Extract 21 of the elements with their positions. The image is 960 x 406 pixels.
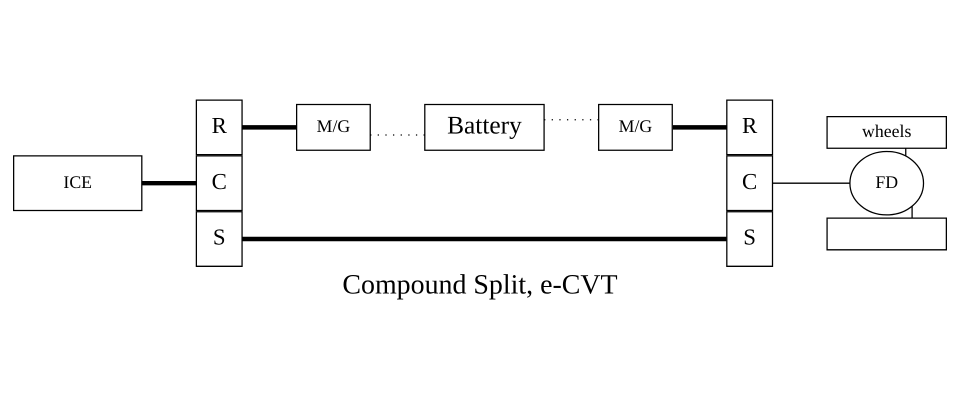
connector (242, 236, 726, 241)
node-box: C (726, 154, 774, 211)
node-box: M/G (598, 103, 673, 150)
node-box: M/G (296, 103, 371, 150)
connector (911, 206, 913, 218)
connector (905, 148, 906, 156)
connector (142, 180, 196, 185)
node-box: Battery (424, 103, 545, 150)
node-box: R (196, 98, 243, 155)
node-box: wheels (826, 115, 947, 148)
connector (672, 124, 727, 130)
node-box: S (726, 210, 774, 266)
connector (242, 124, 296, 130)
node-box: ICE (13, 154, 142, 211)
node-box: S (196, 210, 243, 266)
caption: Compound Split, e-CVT (342, 269, 618, 300)
node-box: R (726, 98, 774, 155)
connector (772, 182, 850, 184)
node-box (826, 216, 947, 250)
node-box: C (196, 154, 243, 211)
node-ellipse: FD (849, 150, 924, 216)
